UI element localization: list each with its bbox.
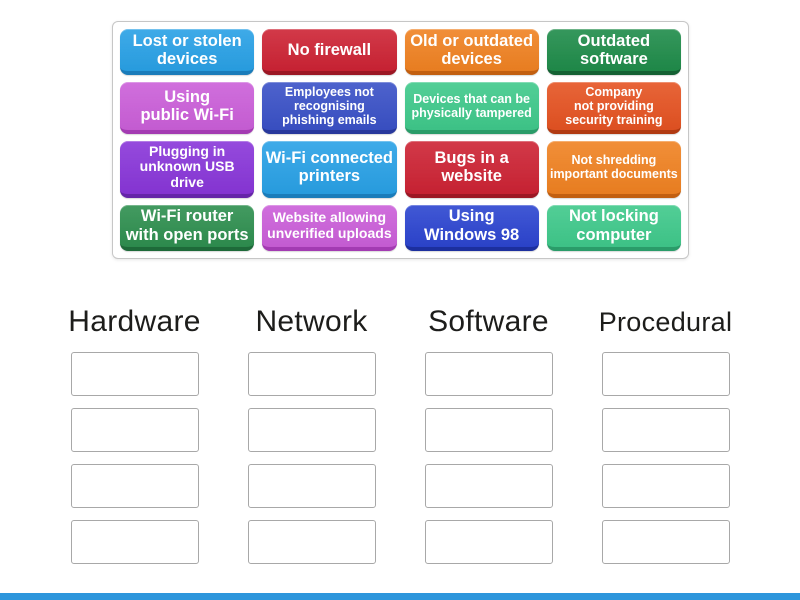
category-column-procedural: Procedural	[577, 292, 754, 576]
category-title: Software	[428, 305, 549, 338]
category-title: Procedural	[598, 306, 733, 337]
drop-slot[interactable]	[247, 352, 376, 396]
drop-slot[interactable]	[601, 352, 730, 396]
category-column-software: Software	[400, 292, 577, 576]
category-column-hardware: Hardware	[46, 292, 223, 576]
drop-slot[interactable]	[601, 520, 730, 564]
category-column-network: Network	[223, 292, 400, 576]
drop-slot[interactable]	[247, 520, 376, 564]
tile[interactable]: No firewall	[262, 29, 397, 76]
categories: Hardware Network Software Procedural	[0, 292, 800, 576]
drop-slot[interactable]	[70, 352, 199, 396]
drop-slot[interactable]	[424, 464, 553, 508]
drop-slot[interactable]	[70, 408, 199, 452]
category-title: Network	[255, 305, 368, 338]
drop-slot[interactable]	[247, 408, 376, 452]
drop-slot[interactable]	[424, 520, 553, 564]
drop-slot[interactable]	[70, 520, 199, 564]
drop-slot[interactable]	[247, 464, 376, 508]
bottom-accent-bar	[0, 593, 800, 600]
drop-slot[interactable]	[424, 408, 553, 452]
category-title: Hardware	[68, 305, 201, 338]
drop-slot[interactable]	[601, 408, 730, 452]
drop-slot[interactable]	[424, 352, 553, 396]
drop-slot[interactable]	[601, 464, 730, 508]
drop-slot[interactable]	[70, 464, 199, 508]
